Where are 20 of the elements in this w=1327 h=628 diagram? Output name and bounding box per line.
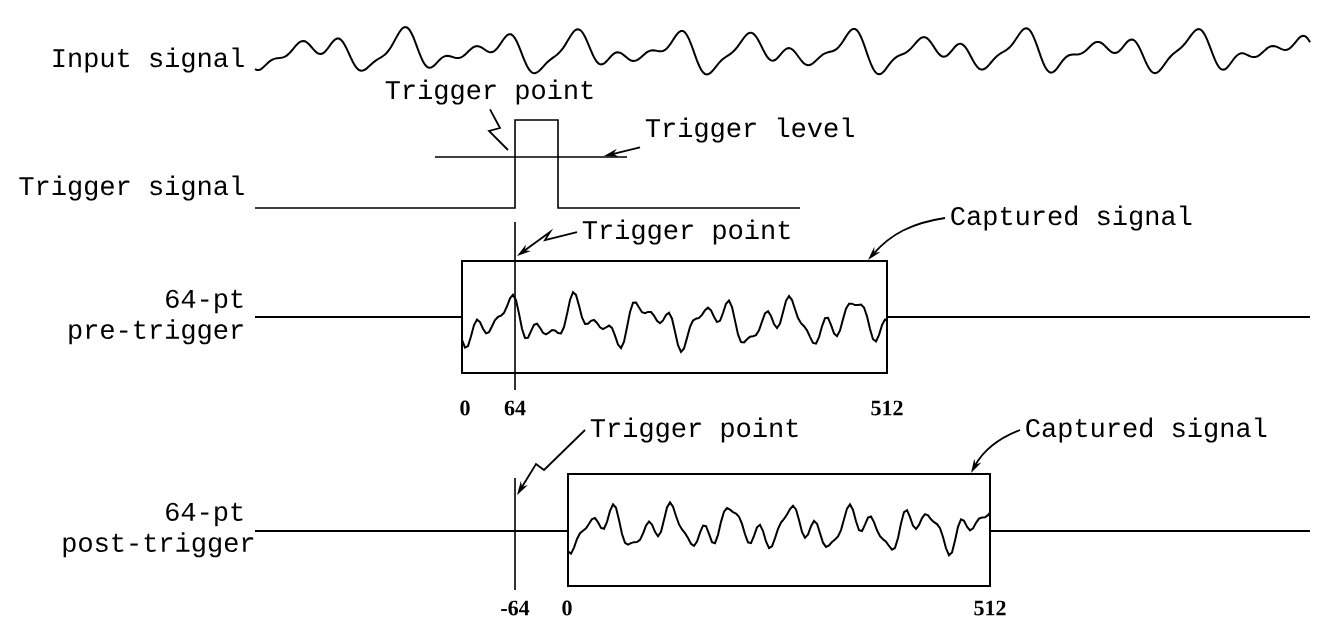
tick-label: 64 xyxy=(504,400,526,416)
callout-text: Trigger level xyxy=(645,117,854,143)
leader-line xyxy=(487,108,509,151)
row-label: Input signal xyxy=(53,47,244,73)
trigger-marker-line xyxy=(514,221,516,391)
callout-text: Captured signal xyxy=(1026,417,1267,443)
capture-window-box xyxy=(461,260,888,374)
callout-text: Trigger point xyxy=(582,219,790,245)
callout-text: Captured signal xyxy=(951,205,1192,231)
row-label: 64-pt pre-trigger xyxy=(69,289,243,345)
capture-window-box xyxy=(567,473,991,587)
tick-label: 512 xyxy=(871,400,903,416)
tick-label: -64 xyxy=(501,600,530,616)
callout-text: Trigger point xyxy=(385,79,593,105)
row-label: 64-pt post-trigger xyxy=(63,502,254,558)
callout-text: Trigger point xyxy=(590,417,798,443)
tick-label: 512 xyxy=(974,600,1006,616)
tick-label: 0 xyxy=(562,600,572,616)
trigger-marker-line xyxy=(514,477,516,591)
tick-label: 0 xyxy=(460,400,470,416)
